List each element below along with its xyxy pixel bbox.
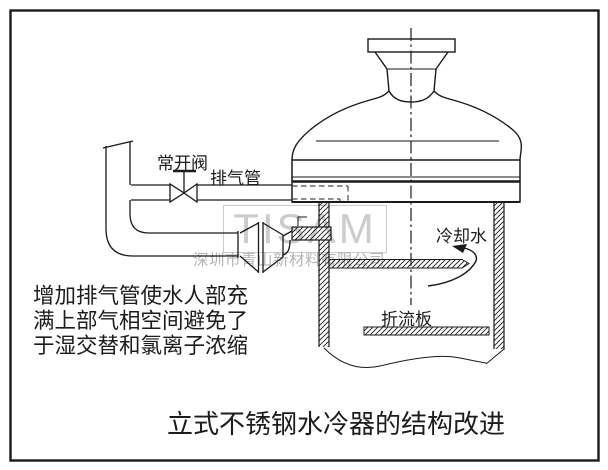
label-exhaust-pipe: 排气管 [210, 169, 261, 188]
reducer-fitting [239, 222, 293, 273]
diagram-title: 立式不锈钢水冷器的结构改进 [167, 410, 506, 439]
annotation-line-3: 于湿交替和氯离子浓缩 [33, 334, 249, 358]
annotation-line-1: 增加排气管使水人部充 [33, 284, 249, 308]
baffle-plates [328, 259, 490, 336]
vessel-head [291, 38, 523, 161]
label-normally-open-valve: 常开阀 [157, 154, 208, 173]
hidden-pipe-dashed [292, 185, 349, 201]
annotation-note: 增加排气管使水人部充 满上部气相空间避免了 于湿交替和氯离子浓缩 [33, 284, 248, 359]
label-baffle-plate: 折流板 [381, 310, 432, 329]
annotation-line-2: 满上部气相空间避免了 [33, 309, 249, 333]
border-frame [9, 9, 600, 462]
label-cooling-water: 冷却水 [436, 227, 487, 246]
exhaust-pipe-lines [131, 184, 292, 201]
watermark-logo: TISΛM [223, 205, 387, 253]
flange-band [291, 159, 521, 203]
shell-walls [318, 202, 505, 369]
normally-open-valve-symbol [169, 169, 198, 204]
cooling-water-arrow [427, 244, 478, 287]
nozzle [291, 216, 332, 241]
riser-pipe [102, 140, 239, 258]
